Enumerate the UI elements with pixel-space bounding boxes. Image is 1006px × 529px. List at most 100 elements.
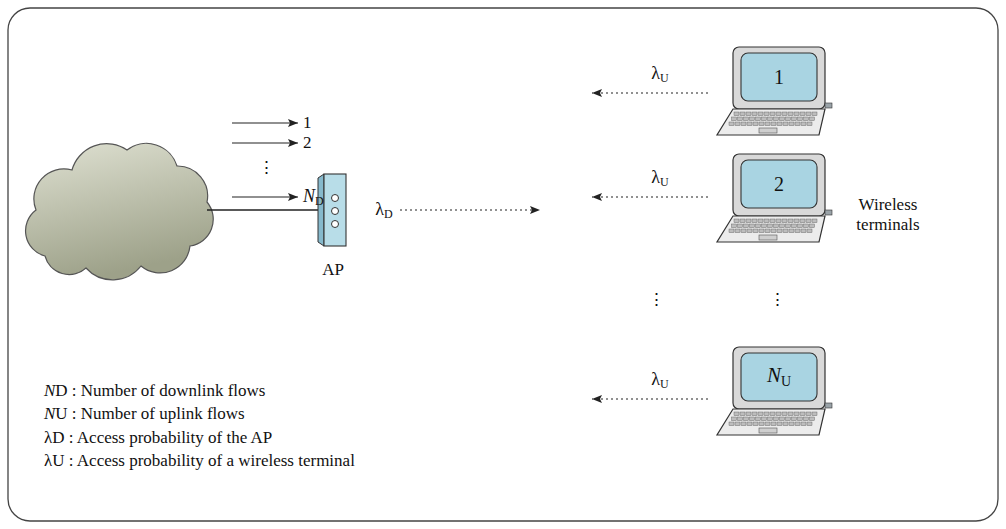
keyboard-key	[746, 412, 751, 416]
network-cloud	[26, 143, 214, 279]
flow-arrow	[232, 196, 298, 197]
wireless-terminal: 2	[715, 152, 835, 244]
label-holder: ND	[303, 186, 324, 209]
keyboard-key	[738, 224, 743, 228]
laptop-base	[717, 109, 825, 135]
keyboard-key	[810, 417, 815, 421]
access-arrow	[592, 196, 708, 197]
flow-arrow	[232, 122, 298, 123]
wireless-card	[825, 103, 832, 108]
laptop-icon	[715, 152, 835, 244]
keyboard-key	[798, 117, 803, 121]
keyboard-key	[810, 117, 815, 121]
keyboard-key	[762, 224, 767, 228]
keyboard-key	[747, 229, 752, 233]
laptop-base	[717, 216, 825, 242]
keyboard-key	[776, 112, 781, 116]
keyboard-key	[798, 417, 803, 421]
keyboard-key	[750, 117, 755, 121]
keyboard-key	[729, 122, 734, 126]
touchpad	[759, 235, 777, 240]
keyboard-key	[744, 117, 749, 121]
touchpad	[759, 428, 777, 433]
access-probability: λD	[375, 199, 392, 222]
keyboard-key	[741, 422, 746, 426]
keyboard-key	[786, 117, 791, 121]
keyboard-key	[758, 219, 763, 223]
ap-light	[332, 208, 339, 215]
keyboard-key	[756, 117, 761, 121]
keyboard-key	[788, 412, 793, 416]
label-holder: Wireless terminals	[842, 195, 934, 234]
wireless-card	[825, 210, 832, 215]
label-holder: λU	[651, 369, 668, 392]
keyboard-key	[764, 112, 769, 116]
label-holder: ⋮	[648, 291, 665, 309]
label-holder: ND : Number of downlink flows	[44, 381, 265, 401]
keyboard-key	[801, 422, 806, 426]
keyboard-key	[789, 229, 794, 233]
laptop-screen	[741, 160, 817, 208]
laptop-lid	[733, 347, 825, 409]
keyboard-key	[738, 117, 743, 121]
ap-light	[332, 195, 339, 202]
keyboard-key	[806, 412, 811, 416]
ap-light	[332, 221, 339, 228]
keyboard-key	[812, 219, 817, 223]
ellipsis: ⋮	[258, 159, 275, 176]
keyboard-key	[770, 112, 775, 116]
label-holder: 2	[303, 133, 312, 153]
device-label: AP	[322, 260, 344, 280]
keyboard-key	[774, 117, 779, 121]
keyboard-key	[780, 224, 785, 228]
keyboard-key	[770, 219, 775, 223]
keyboard-key	[800, 112, 805, 116]
keyboard-key	[800, 412, 805, 416]
keyboard-key	[765, 422, 770, 426]
laptop-icon	[715, 345, 835, 437]
notation-line: λU : Access probability of a wireless te…	[44, 451, 355, 471]
keyboard-key	[801, 229, 806, 233]
keyboard-key	[758, 112, 763, 116]
keyboard-key	[734, 412, 739, 416]
keyboard-key	[777, 122, 782, 126]
node-text-box: AP	[305, 260, 361, 280]
label-holder: NU : Number of uplink flows	[44, 404, 245, 424]
keyboard-key	[804, 417, 809, 421]
laptop-lid	[733, 47, 825, 109]
terminal-number: NU	[767, 363, 791, 390]
keyboard-key	[794, 412, 799, 416]
keyboard-key	[734, 112, 739, 116]
flow-arrow	[232, 142, 298, 143]
keyboard-key	[807, 422, 812, 426]
node-text-box: NU	[741, 353, 817, 401]
access-point: AP	[305, 168, 361, 280]
keyboard-key	[806, 112, 811, 116]
label-holder: λU	[651, 167, 668, 190]
keyboard-key	[804, 224, 809, 228]
node-text-box: 2	[741, 160, 817, 208]
keyboard-key	[776, 219, 781, 223]
keyboard-key	[792, 117, 797, 121]
access-probability: λU	[651, 63, 668, 86]
keyboard-key	[807, 122, 812, 126]
keyboard-key	[740, 112, 745, 116]
keyboard-key	[752, 412, 757, 416]
flow-number: 1	[303, 113, 312, 133]
keyboard-key	[735, 122, 740, 126]
keyboard-key	[774, 417, 779, 421]
touchpad	[759, 128, 777, 133]
laptop-lid	[733, 154, 825, 216]
keyboard-key	[768, 417, 773, 421]
access-probability: λU	[651, 167, 668, 190]
keyboard-key	[806, 219, 811, 223]
notation-line: NU : Number of uplink flows	[44, 404, 245, 424]
keyboard-key	[812, 112, 817, 116]
keyboard-key	[752, 219, 757, 223]
keyboard-key	[765, 229, 770, 233]
keyboard-key	[750, 417, 755, 421]
keyboard-key	[771, 422, 776, 426]
keyboard-key	[744, 224, 749, 228]
